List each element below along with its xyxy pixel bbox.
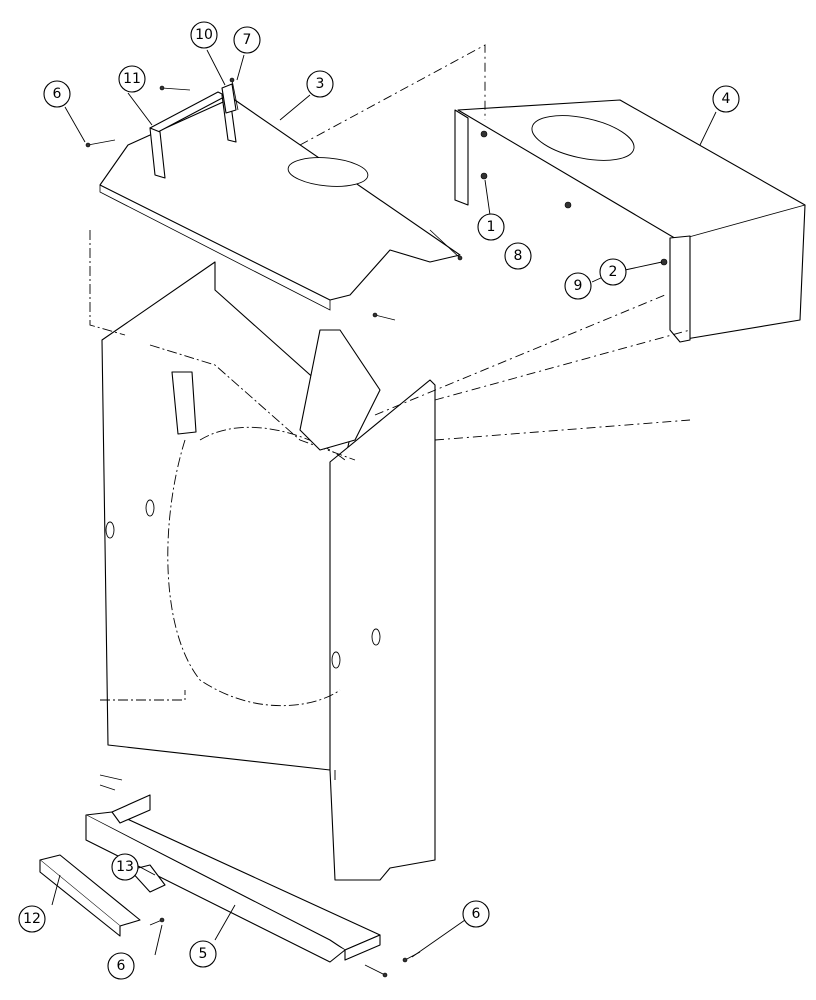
callout-4-label: 4 [722,91,731,107]
callout-6b: 6 [107,952,135,980]
callout-7-label: 7 [243,32,252,48]
callout-2-label: 2 [609,264,618,280]
part-3-top-plate [99,97,461,311]
main-shroud-body [89,230,436,881]
callout-2: 2 [599,258,627,286]
part-4-shroud-extension [454,99,806,343]
leader-lines [51,49,717,958]
callout-3: 3 [306,70,334,98]
callout-4: 4 [712,85,740,113]
callout-7: 7 [233,26,261,54]
callout-12: 12 [18,905,46,933]
part-12-small-plate [39,854,141,937]
callout-6b-label: 6 [117,958,126,974]
callout-1-label: 1 [487,219,496,235]
fasteners [85,77,463,978]
callout-10-label: 10 [195,27,213,43]
callout-9: 9 [564,272,592,300]
callout-6a: 6 [43,80,71,108]
callout-13-label: 13 [116,859,134,875]
assembly-lines [299,44,691,441]
callout-1: 1 [477,213,505,241]
callout-5-label: 5 [199,946,208,962]
part-10-clip [221,83,237,114]
callout-11: 11 [118,65,146,93]
callout-8-label: 8 [514,248,523,264]
callout-13: 13 [111,853,139,881]
part-5-bottom-bracket [85,794,381,963]
callout-9-label: 9 [574,278,583,294]
callout-3-label: 3 [316,76,325,92]
callout-8: 8 [504,242,532,270]
callout-5: 5 [189,940,217,968]
callout-6a-label: 6 [53,86,62,102]
callout-10: 10 [190,21,218,49]
callout-6c: 6 [462,900,490,928]
callout-12-label: 12 [23,911,41,927]
callout-11-label: 11 [123,71,141,87]
callout-6c-label: 6 [472,906,481,922]
